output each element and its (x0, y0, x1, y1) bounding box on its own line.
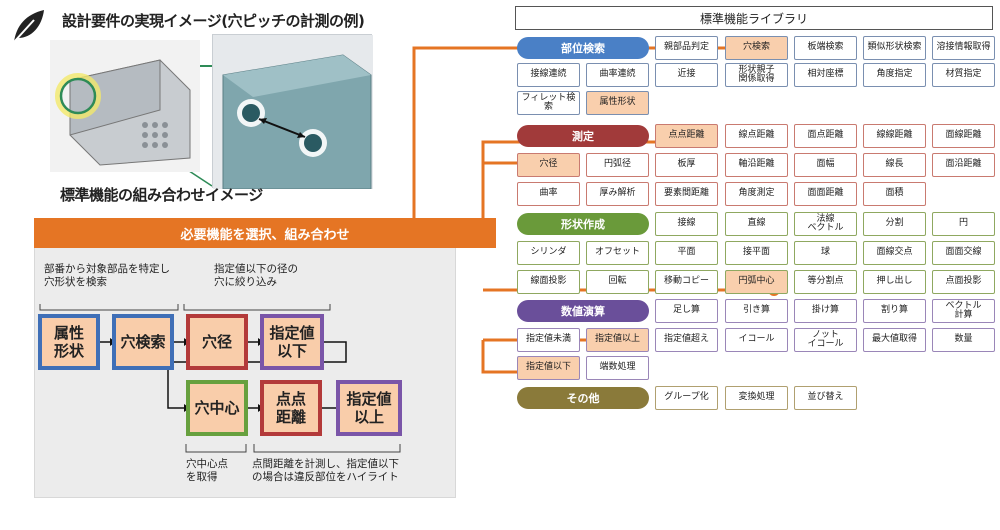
func-cell[interactable]: グループ化 (655, 386, 718, 410)
step-attribute-shape: 属性 形状 (38, 314, 100, 370)
category-other[interactable]: その他 (517, 387, 649, 409)
note-search: 部番から対象部品を特定し 穴形状を検索 (44, 263, 170, 288)
func-cell[interactable]: 円弧中心 (725, 270, 788, 294)
process-bar: 必要機能を選択、組み合わせ (34, 218, 496, 248)
step-hole-search: 穴検索 (112, 314, 174, 370)
func-cell[interactable]: 平面 (655, 241, 718, 265)
step-hole-center: 穴中心 (186, 380, 248, 436)
func-cell[interactable]: 指定値以下 (517, 356, 580, 380)
func-cell[interactable]: 厚み解析 (586, 182, 649, 206)
func-cell[interactable]: 等分割点 (794, 270, 857, 294)
func-cell[interactable]: 軸沿距離 (725, 153, 788, 177)
func-cell[interactable]: オフセット (586, 241, 649, 265)
func-cell[interactable]: 面積 (863, 182, 926, 206)
step-point-distance: 点点 距離 (260, 380, 322, 436)
func-cell[interactable]: 変換処理 (725, 386, 788, 410)
library-title: 標準機能ライブラリ (515, 6, 993, 30)
func-cell[interactable]: 割り算 (863, 299, 926, 323)
func-cell[interactable]: 面点距離 (794, 124, 857, 148)
func-cell[interactable]: 穴検索 (725, 36, 788, 60)
func-cell[interactable]: ベクトル 計算 (932, 299, 995, 323)
note-distance: 点間距離を計測し、指定値以下 の場合は違反部位をハイライト (252, 458, 399, 483)
func-cell[interactable]: 面幅 (794, 153, 857, 177)
func-cell[interactable]: 溶接情報取得 (932, 36, 995, 60)
func-cell[interactable]: 端数処理 (586, 356, 649, 380)
func-cell[interactable]: 近接 (655, 63, 718, 87)
func-cell[interactable]: 指定値以上 (586, 328, 649, 352)
func-cell[interactable]: 接平面 (725, 241, 788, 265)
note-center: 穴中心点 を取得 (186, 458, 228, 483)
combination-subtitle: 標準機能の組み合わせイメージ (60, 186, 263, 204)
page-title: 設計要件の実現イメージ(穴ピッチの計測の例) (62, 12, 365, 30)
func-cell[interactable]: イコール (725, 328, 788, 352)
func-cell[interactable]: 引き算 (725, 299, 788, 323)
func-cell[interactable]: ノット イコール (794, 328, 857, 352)
func-cell[interactable]: 板端検索 (794, 36, 857, 60)
func-cell[interactable]: 線線距離 (863, 124, 926, 148)
func-cell[interactable]: 角度指定 (863, 63, 926, 87)
note-filter: 指定値以下の径の 穴に絞り込み (214, 263, 298, 288)
bracket-lines (39, 304, 401, 453)
func-cell[interactable]: 板厚 (655, 153, 718, 177)
func-cell[interactable]: 球 (794, 241, 857, 265)
category-measurement[interactable]: 測定 (517, 125, 649, 147)
func-cell[interactable]: 線点距離 (725, 124, 788, 148)
func-cell[interactable]: 面沿距離 (932, 153, 995, 177)
func-cell[interactable]: 数量 (932, 328, 995, 352)
step-below-value: 指定値 以下 (260, 314, 324, 370)
func-cell[interactable]: 直線 (725, 212, 788, 236)
func-cell[interactable]: 足し算 (655, 299, 718, 323)
category-shape-creation[interactable]: 形状作成 (517, 213, 649, 235)
func-cell[interactable]: 分割 (863, 212, 926, 236)
func-cell[interactable]: 曲率連続 (586, 63, 649, 87)
func-cell[interactable]: 形状親子 関係取得 (725, 63, 788, 87)
func-cell[interactable]: 接線連続 (517, 63, 580, 87)
func-cell[interactable]: 回転 (586, 270, 649, 294)
func-cell[interactable]: 円弧径 (586, 153, 649, 177)
func-cell[interactable]: 最大値取得 (863, 328, 926, 352)
func-cell[interactable]: 指定値超え (655, 328, 718, 352)
func-cell[interactable]: 曲率 (517, 182, 580, 206)
func-cell[interactable]: 押し出し (863, 270, 926, 294)
leaf-icon (13, 10, 44, 43)
func-cell[interactable]: 角度測定 (725, 182, 788, 206)
func-cell[interactable]: 円 (932, 212, 995, 236)
func-cell[interactable]: 要素間距離 (655, 182, 718, 206)
func-cell[interactable]: 穴径 (517, 153, 580, 177)
step-above-value: 指定値 以上 (336, 380, 402, 436)
func-cell[interactable]: 材質指定 (932, 63, 995, 87)
category-part-search[interactable]: 部位検索 (517, 37, 649, 59)
func-cell[interactable]: 相対座標 (794, 63, 857, 87)
chassis-photo (50, 40, 200, 172)
func-cell[interactable]: 面面距離 (794, 182, 857, 206)
func-cell[interactable]: フィレット検索 (517, 91, 580, 115)
func-cell[interactable]: 点面投影 (932, 270, 995, 294)
func-cell[interactable]: 面線距離 (932, 124, 995, 148)
func-cell[interactable]: 類似形状検索 (863, 36, 926, 60)
step-hole-diameter: 穴径 (186, 314, 248, 370)
func-cell[interactable]: 線面投影 (517, 270, 580, 294)
func-cell[interactable]: 法線 ベクトル (794, 212, 857, 236)
func-cell[interactable]: 親部品判定 (655, 36, 718, 60)
hole-zoom-photo (212, 34, 373, 190)
func-cell[interactable]: 掛け算 (794, 299, 857, 323)
func-cell[interactable]: 線長 (863, 153, 926, 177)
func-cell[interactable]: 指定値未満 (517, 328, 580, 352)
func-cell[interactable]: シリンダ (517, 241, 580, 265)
func-cell[interactable]: 接線 (655, 212, 718, 236)
func-cell[interactable]: 面線交点 (863, 241, 926, 265)
func-cell[interactable]: 点点距離 (655, 124, 718, 148)
func-cell[interactable]: 並び替え (794, 386, 857, 410)
category-calculation[interactable]: 数値演算 (517, 300, 649, 322)
func-cell[interactable]: 属性形状 (586, 91, 649, 115)
func-cell[interactable]: 面面交線 (932, 241, 995, 265)
func-cell[interactable]: 移動コピー (655, 270, 718, 294)
